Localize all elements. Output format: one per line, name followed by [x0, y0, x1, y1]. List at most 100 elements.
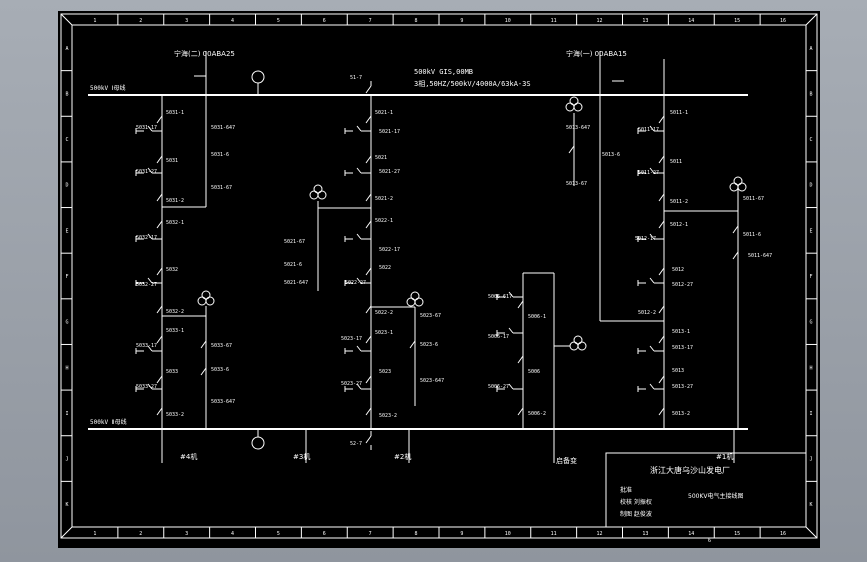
- b2-ct-a: [309, 190, 319, 200]
- switch-label: 5023-2: [379, 413, 397, 419]
- sb-sw3-blade: [517, 407, 524, 416]
- switch-label: 5006-27: [488, 384, 509, 390]
- gsw-1-4-blade: [356, 345, 362, 352]
- grid-row-left: K: [65, 502, 68, 508]
- pt2-blade: [365, 435, 372, 444]
- switch-label: 5033-2: [166, 412, 184, 418]
- switch-label: 5011: [670, 159, 682, 165]
- grid-col-bottom: 13: [642, 531, 648, 537]
- switch-label: 5011-1: [670, 110, 688, 116]
- grid-row-left: H: [65, 365, 68, 371]
- switch-label: 5033-647: [211, 399, 235, 405]
- sb-g2-blade: [508, 327, 514, 334]
- grid-col-bottom: 14: [688, 531, 694, 537]
- u4-sw2-blade: [200, 367, 207, 376]
- u1-sw-blade: [732, 225, 739, 234]
- switch-0-8-blade: [156, 407, 163, 416]
- switch-label: 5032: [166, 267, 178, 273]
- unit-4-label: #4机: [180, 452, 197, 461]
- switch-label: 5031-6: [211, 152, 229, 158]
- switch-2-5-blade: [658, 305, 665, 314]
- switch-2-1-blade: [658, 155, 665, 164]
- unit-3-label: #3机: [293, 452, 310, 461]
- switch-label: 5011-2: [670, 199, 688, 205]
- grid-row-right: G: [809, 320, 812, 326]
- company-name: 浙江大唐乌沙山发电厂: [650, 465, 730, 475]
- switch-label: 5011-67: [743, 196, 764, 202]
- grid-col-top: 6: [323, 18, 326, 24]
- b2b-sw-blade: [409, 340, 416, 349]
- grid-col-bottom: 12: [597, 531, 603, 537]
- switch-label: 5032-27: [136, 282, 157, 288]
- switch-1-2-blade: [365, 193, 372, 202]
- grid-row-left: B: [65, 91, 68, 97]
- switch-1-7-blade: [365, 375, 372, 384]
- switch-label: 5022-1: [375, 218, 393, 224]
- grid-row-right: C: [809, 137, 812, 143]
- switch-label: 5013-647: [566, 125, 590, 131]
- switch-1-6-blade: [365, 335, 372, 344]
- grid-row-left: G: [65, 320, 68, 326]
- grid-col-bottom: 10: [505, 531, 511, 537]
- grid-row-left: I: [65, 411, 68, 417]
- bus-2-label: 500kV Ⅱ母线: [90, 418, 127, 426]
- page-number: 6: [708, 538, 711, 544]
- switch-label: 5023-17: [341, 336, 362, 342]
- switch-0-7-blade: [156, 375, 163, 384]
- grid-col-bottom: 1: [93, 531, 96, 537]
- switch-2-2-blade: [658, 193, 665, 202]
- switch-0-2-blade: [156, 193, 163, 202]
- switch-label: 5031-2: [166, 198, 184, 204]
- switch-label: 5011-27: [638, 170, 659, 176]
- grid-col-top: 1: [93, 18, 96, 24]
- gsw-1-2-blade: [356, 233, 362, 240]
- u4-sw-blade: [200, 340, 207, 349]
- grid-col-bottom: 5: [277, 531, 280, 537]
- standby-label: 启备变: [556, 456, 577, 465]
- switch-label: 5021: [375, 155, 387, 161]
- gis-header-2: 3相,50HZ/500kV/4000A/63kA-3S: [414, 79, 531, 88]
- drawing-title: 500KV电气主接线图: [688, 492, 744, 500]
- grid-row-left: C: [65, 137, 68, 143]
- switch-label: 5012-2: [638, 310, 656, 316]
- switch-label: 5013: [672, 368, 684, 374]
- line1-ct-b: [573, 102, 583, 112]
- line1-ct-c: [569, 96, 579, 106]
- gsw-2-0-blade: [649, 125, 655, 132]
- review-label: 校核 刘振权: [620, 498, 652, 506]
- line1-label: 宁海(一) 00ABA15: [566, 49, 627, 58]
- u4-ct-b: [205, 296, 215, 306]
- switch-label: 5012-27: [672, 282, 693, 288]
- u4-ct-c: [201, 290, 211, 300]
- switch-label: 5021-17: [379, 129, 400, 135]
- switch-0-0-blade: [156, 115, 163, 124]
- switch-label: 5023-27: [341, 381, 362, 387]
- switch-1-1-blade: [365, 155, 372, 164]
- grid-row-left: F: [65, 274, 68, 280]
- draw-label: 制图 赵俊波: [620, 510, 652, 518]
- pt1-blade: [365, 85, 372, 94]
- grid-row-right: A: [809, 46, 812, 52]
- grid-row-right: K: [809, 502, 812, 508]
- switch-label: 5023-647: [420, 378, 444, 384]
- sb-sw2-blade: [517, 355, 524, 364]
- u1-ct-a: [729, 182, 739, 192]
- sb-ct-b: [577, 341, 587, 351]
- grid-col-top: 8: [415, 18, 418, 24]
- b2-ct-b: [317, 190, 327, 200]
- grid-col-bottom: 16: [780, 531, 786, 537]
- gsw-1-1-blade: [356, 167, 362, 174]
- grid-col-bottom: 11: [551, 531, 557, 537]
- switch-1-5-blade: [365, 305, 372, 314]
- switch-label: 5023-1: [375, 330, 393, 336]
- grid-col-bottom: 9: [460, 531, 463, 537]
- pt1-label: 51-7: [350, 75, 362, 81]
- switch-label: 5033-27: [136, 384, 157, 390]
- switch-label: 5021-1: [375, 110, 393, 116]
- grid-row-left: J: [65, 457, 68, 463]
- grid-col-top: 11: [551, 18, 557, 24]
- switch-label: 5022: [379, 265, 391, 271]
- switch-0-4-blade: [156, 267, 163, 276]
- gsw-0-2-blade: [147, 233, 153, 240]
- switch-1-4-blade: [365, 267, 372, 276]
